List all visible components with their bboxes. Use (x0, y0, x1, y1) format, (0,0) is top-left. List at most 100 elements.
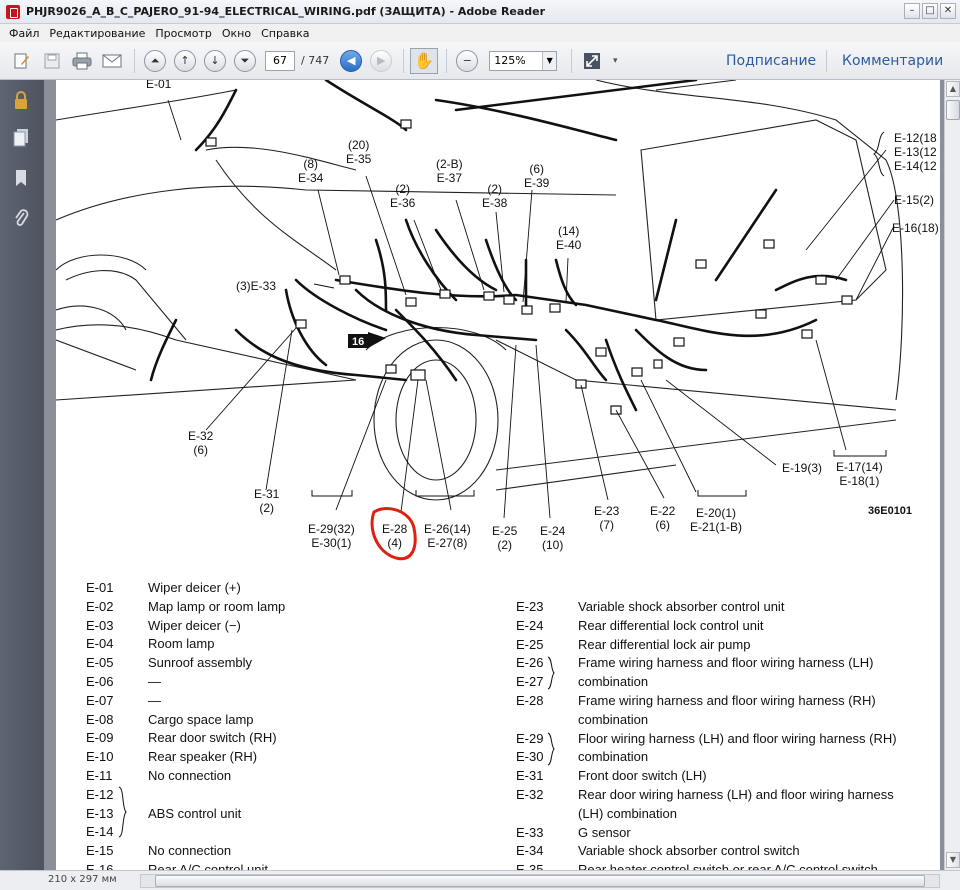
legend-description: — (148, 674, 161, 689)
legend-brace-e26-e27 (547, 656, 555, 690)
legend-description: Frame wiring harness and floor wiring ha… (578, 655, 874, 671)
legend-description: Rear door wiring harness (LH) and floor … (578, 787, 894, 802)
legend-description: Floor wiring harness (LH) and floor wiri… (578, 730, 897, 746)
vertical-scrollbar[interactable]: ▲ ▼ (944, 80, 960, 870)
chevron-down-icon: ▼ (542, 51, 557, 70)
menu-window[interactable]: Окно (221, 26, 252, 40)
legend-code: E-31 (516, 768, 544, 784)
legend-code: E-07 (86, 692, 114, 708)
legend-row: E-06— (86, 674, 161, 689)
legend-code: E-15 (86, 843, 114, 859)
save-icon[interactable] (38, 48, 66, 74)
label-e36: (2)E-36 (390, 182, 416, 210)
horizontal-scroll-thumb[interactable] (155, 875, 925, 887)
legend-description: combination (578, 711, 649, 727)
email-icon[interactable] (98, 48, 126, 74)
first-page-icon: ⏶ (144, 49, 166, 72)
scroll-thumb[interactable] (946, 100, 960, 120)
label-e20-e21: E-20(1)E-21(1-B) (690, 506, 743, 534)
next-page-button[interactable]: ↓ (201, 48, 229, 74)
label-e37: (2-B)E-37 (436, 157, 463, 185)
page-number-input[interactable]: 67 (265, 50, 295, 71)
comment-button[interactable]: Комментарии (842, 53, 944, 69)
legend-code: E-10 (86, 749, 114, 765)
legend-code: E-34 (516, 843, 544, 859)
label-e34: (8)E-34 (298, 157, 324, 185)
label-e29-e30: E-29(32)E-30(1) (308, 522, 355, 550)
menu-edit[interactable]: Редактирование (49, 26, 146, 40)
forward-view-button[interactable]: ▶ (367, 48, 395, 74)
label-e39: (6)E-39 (524, 162, 550, 190)
legend-code: E-26 (516, 655, 544, 671)
label-e24: E-24(10) (540, 524, 566, 552)
toolbar-options-button[interactable]: ▾ (608, 48, 622, 74)
legend-description: Sunroof assembly (148, 655, 253, 671)
window-title: PHJR9026_A_B_C_PAJERO_91-94_ELECTRICAL_W… (26, 5, 546, 18)
label-e40: (14)E-40 (556, 224, 582, 252)
legend-code: E-08 (86, 711, 114, 727)
zoom-select[interactable]: 125% ▼ (489, 50, 558, 71)
zoom-out-button[interactable]: − (453, 48, 481, 74)
menu-help[interactable]: Справка (261, 26, 310, 40)
legend-description: Rear speaker (RH) (148, 749, 258, 765)
label-e31: E-31(2) (254, 487, 280, 515)
toolbar-separator (446, 48, 448, 73)
lock-icon[interactable] (12, 90, 30, 110)
legend-row: E-14 (86, 824, 148, 839)
pdf-page[interactable]: 16 E-01 (20)E-35 (8)E-34 (2-B)E-37 (6)E-… (56, 80, 940, 870)
page-total: / 747 (301, 54, 330, 67)
last-page-button[interactable]: ⏷ (231, 48, 259, 74)
label-e25: E-25(2) (492, 524, 518, 552)
arrow-right-icon: ▶ (370, 49, 393, 72)
wiring-diagram: 16 (56, 80, 904, 561)
maximize-button[interactable]: □ (922, 3, 938, 19)
minimize-button[interactable]: – (904, 3, 920, 19)
previous-page-button[interactable]: ↑ (171, 48, 199, 74)
menu-file[interactable]: Файл (9, 26, 40, 40)
scroll-up-icon[interactable]: ▲ (946, 81, 960, 97)
back-view-button[interactable]: ◀ (337, 48, 365, 74)
legend-row: E-08 Cargo space lamp (86, 712, 254, 727)
legend-row: E-10 Rear speaker (RH) (86, 749, 257, 764)
print-icon[interactable] (68, 48, 96, 74)
first-page-button[interactable]: ⏶ (141, 48, 169, 74)
horizontal-scrollbar[interactable] (140, 874, 940, 888)
label-e35: (20)E-35 (346, 138, 372, 166)
legend-description: No connection (148, 843, 232, 859)
create-pdf-icon[interactable] (8, 48, 36, 74)
legend-description: Room lamp (148, 636, 215, 652)
close-button[interactable]: ✕ (940, 3, 956, 19)
scroll-down-icon[interactable]: ▼ (946, 852, 960, 868)
legend-code: E-12 (86, 786, 114, 802)
legend-description: combination (578, 749, 649, 765)
legend-row: (LH) combination (516, 806, 677, 821)
label-e16: E-16(18) (892, 221, 939, 235)
menu-view[interactable]: Просмотр (155, 26, 212, 40)
bookmark-icon[interactable] (12, 168, 30, 188)
legend-code: E-35 (516, 862, 544, 870)
sign-button[interactable]: Подписание (726, 53, 817, 69)
legend-description: Cargo space lamp (148, 711, 254, 727)
legend-description: Map lamp or room lamp (148, 598, 286, 614)
fullscreen-button[interactable] (578, 48, 606, 74)
legend-code: E-24 (516, 617, 544, 633)
hand-tool-button[interactable]: ✋ (410, 47, 439, 74)
legend-code: E-09 (86, 730, 114, 746)
legend-description: G sensor (578, 824, 631, 840)
attachment-icon[interactable] (12, 208, 30, 228)
pages-icon[interactable] (12, 128, 30, 148)
legend-description: No connection (148, 768, 232, 783)
label-e19: E-19(3) (782, 461, 823, 475)
zoom-value: 125% (494, 54, 526, 67)
